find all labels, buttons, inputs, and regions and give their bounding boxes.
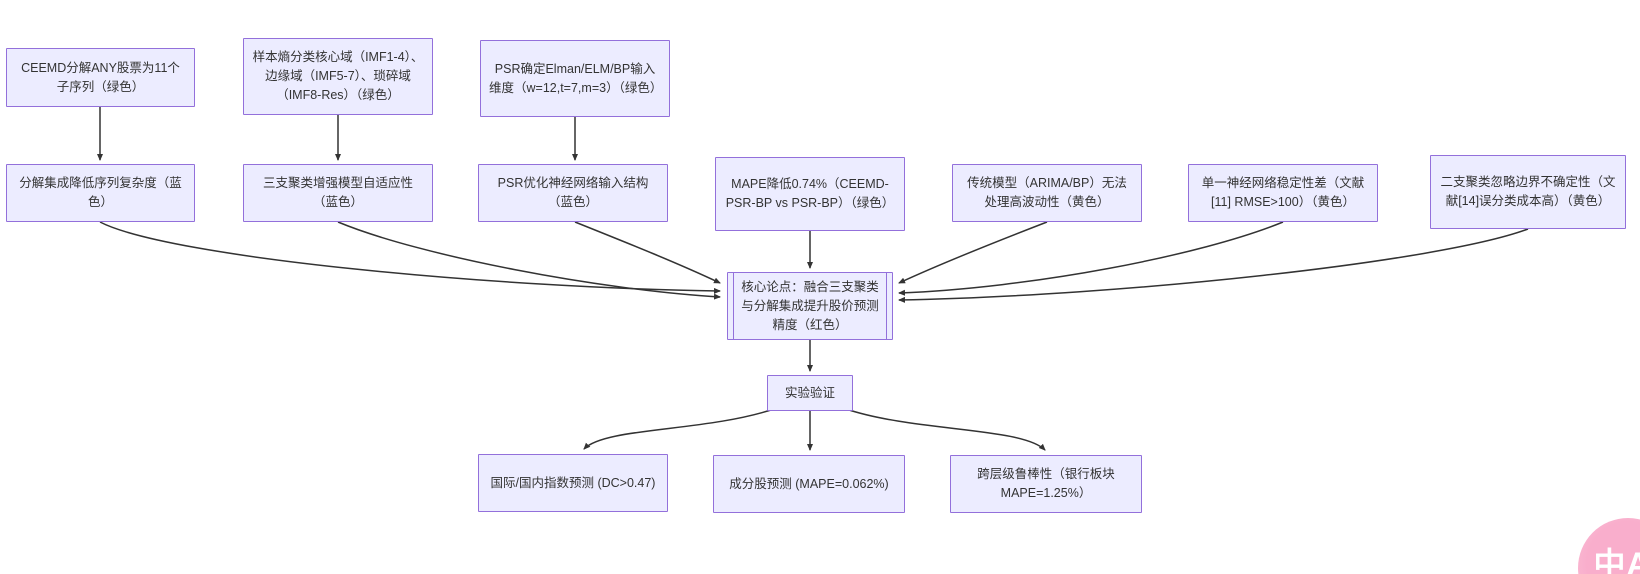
translate-icon: 中A	[1593, 546, 1640, 574]
node-constituent-prediction: 成分股预测 (MAPE=0.062%)	[713, 455, 905, 513]
node-mape-evidence: MAPE降低0.74%（CEEMD-PSR-BP vs PSR-BP）（绿色）	[715, 157, 905, 231]
node-robustness: 跨层级鲁棒性（银行板块 MAPE=1.25%）	[950, 455, 1142, 513]
node-index-prediction: 国际/国内指数预测 (DC>0.47)	[478, 454, 668, 512]
node-sample-entropy: 样本熵分类核心域（IMF1-4）、边缘域（IMF5-7）、琐碎域（IMF8-Re…	[243, 38, 433, 115]
translate-badge-button[interactable]: 中A	[1578, 518, 1640, 574]
node-traditional-limit: 传统模型（ARIMA/BP）无法处理高波动性（黄色）	[952, 164, 1142, 222]
node-single-nn-limit: 单一神经网络稳定性差（文献[11] RMSE>100）（黄色）	[1188, 164, 1378, 222]
edge-singlenn-to-core	[898, 221, 1284, 296]
node-three-way-benefit: 三支聚类增强模型自适应性（蓝色）	[243, 164, 433, 222]
edge-traditional-to-core	[898, 221, 1048, 284]
edge-experiment-to-robustness	[845, 408, 1046, 451]
edge-decomposition-to-core	[99, 221, 721, 294]
node-psr-benefit: PSR优化神经网络输入结构（蓝色）	[478, 164, 668, 222]
node-core-thesis: 核心论点：融合三支聚类与分解集成提升股价预测精度（红色）	[727, 272, 893, 340]
node-decomposition-benefit: 分解集成降低序列复杂度（蓝色）	[6, 164, 195, 222]
edge-experiment-to-index	[583, 408, 775, 450]
node-two-way-limit: 二支聚类忽略边界不确定性（文献[14]误分类成本高）（黄色）	[1430, 155, 1626, 229]
edge-twoway-to-core	[898, 228, 1529, 303]
node-psr-input: PSR确定Elman/ELM/BP输入维度（w=12,t=7,m=3）（绿色）	[480, 40, 670, 117]
edge-psrbenefit-to-core	[574, 221, 721, 284]
edge-threeway-to-core	[337, 221, 721, 300]
node-experiment: 实验验证	[767, 375, 853, 411]
node-ceemd-decompose: CEEMD分解ANY股票为11个子序列（绿色）	[6, 48, 195, 107]
